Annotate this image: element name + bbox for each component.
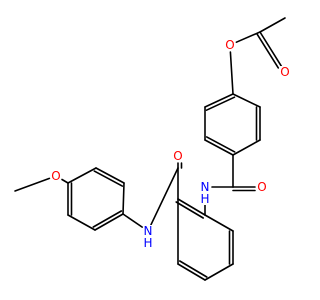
atom-label-o-carbonyl-upper-amide: O [257, 180, 266, 194]
bond-b1-b2 [177, 198, 206, 216]
bond-b4-b5 [204, 263, 234, 281]
label-backing-h2 [143, 237, 153, 249]
bond-d1-d2-second [92, 210, 123, 228]
bond-d2-d3 [67, 214, 96, 231]
label-backing-n2 [143, 225, 153, 237]
label-backing-o5 [51, 170, 61, 182]
bond-a6-a1 [204, 93, 234, 108]
bond-d4-o5 [61, 178, 69, 184]
label-backing-n1 [200, 181, 210, 193]
bond-cac-o2 [235, 31, 261, 44]
label-backing-o1 [280, 66, 290, 78]
bond-cme1-cac [259, 17, 286, 33]
bond-a1-a2 [232, 93, 261, 108]
label-backing-o2 [225, 39, 235, 51]
atom-label-layer: O O O N H O N H O [51, 38, 290, 250]
atom-label-o-carbonyl-lower-amide: O [173, 149, 182, 163]
bond-d6-d1 [122, 182, 125, 215]
label-backing-o3 [257, 181, 267, 193]
label-backing-o4 [173, 150, 183, 162]
bond-layer [14, 17, 286, 281]
label-backing-h1 [200, 193, 210, 205]
molecule-structure-diagram: O O O N H O N H O [14, 17, 290, 281]
atom-label-n-lower-amide: N [144, 224, 153, 238]
bond-cac-o1-second [256, 33, 280, 69]
bond-b1-b3 [204, 214, 234, 232]
atom-label-h-upper-amide: H [200, 192, 209, 206]
bond-d5-d6-second [93, 170, 124, 187]
atom-label-o-methoxy: O [51, 169, 60, 183]
bond-d5-d6 [95, 167, 125, 184]
bond-d1-d2 [94, 213, 124, 231]
bond-b5-b6-second [179, 260, 208, 278]
atom-label-o-carbonyl-acetyl: O [280, 65, 289, 79]
bond-o5-cme2 [14, 177, 51, 192]
bond-a6-a1-second [205, 96, 236, 111]
bond-n2-d1 [122, 213, 143, 228]
bond-a3-a4 [232, 139, 261, 156]
bond-b5-b6 [177, 263, 206, 281]
atom-label-o-ester: O [225, 38, 234, 52]
bond-c2-n2 [150, 167, 179, 226]
bond-a4-a5 [204, 139, 234, 156]
bond-a4-a5-second [205, 136, 236, 153]
bond-cac-o1 [259, 31, 283, 67]
bond-d4-d5 [67, 167, 97, 184]
bond-b1-b2-second [175, 201, 204, 219]
bond-o2-a1 [229, 51, 234, 95]
atom-label-n-upper-amide: N [201, 180, 210, 194]
atom-label-h-lower-amide: H [143, 236, 152, 250]
